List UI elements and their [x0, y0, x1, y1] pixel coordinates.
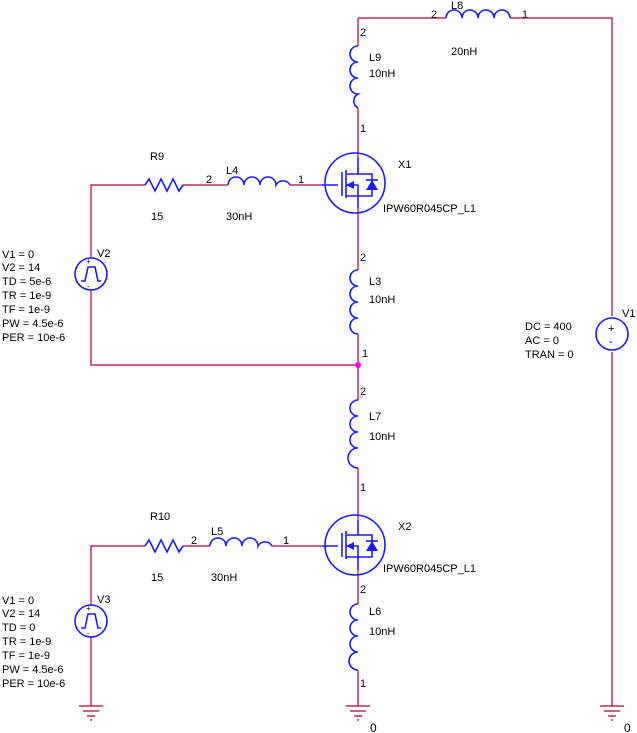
ground-icon: 0 [600, 705, 631, 733]
l9-pin-bottom: 1 [360, 123, 366, 135]
ground-label: 0 [370, 721, 377, 733]
resistor-r9[interactable]: R9 15 [144, 151, 184, 223]
v2-param-3: TR = 1e-9 [2, 290, 51, 302]
v2-param-0: V1 = 0 [2, 249, 34, 261]
l8-ref: L8 [451, 0, 463, 12]
r10-ref: R10 [150, 511, 170, 523]
l7-value: 10nH [369, 431, 395, 443]
l9-pin-top: 2 [360, 27, 366, 39]
l6-pin-top: 2 [360, 584, 366, 596]
l5-ref: L5 [211, 526, 223, 538]
inductor-l5[interactable]: L5 30nH 2 1 [191, 526, 289, 584]
v2-param-6: PER = 10e-6 [2, 332, 65, 344]
l7-pin-bottom: 1 [360, 482, 366, 494]
v3-param-5: PW = 4.5e-6 [2, 664, 63, 676]
inductor-l6[interactable]: L6 10nH 2 1 [348, 584, 395, 690]
l4-pin-left: 2 [206, 174, 212, 186]
l8-pin-left: 2 [431, 9, 437, 21]
v1-ref: V1 [622, 308, 635, 320]
v1-param-0: DC = 400 [525, 321, 572, 333]
junction-dot [355, 362, 361, 368]
v3-param-2: TD = 0 [2, 622, 35, 634]
v3-param-3: TR = 1e-9 [2, 636, 51, 648]
l6-ref: L6 [369, 606, 381, 618]
l5-pin-right: 1 [283, 535, 289, 547]
v1-minus: - [609, 336, 613, 348]
pulse-source-v2[interactable]: V2 + - V1 = 0 V2 = 14 TD = 5e-6 TR = 1e-… [2, 248, 110, 344]
inductor-l8[interactable]: L8 20nH 2 1 [428, 0, 528, 58]
dc-source-v1[interactable]: + - V1 DC = 400 AC = 0 TRAN = 0 [525, 308, 635, 361]
v2-minus: - [87, 282, 90, 291]
v1-param-1: AC = 0 [525, 335, 559, 347]
x1-part: IPW60R045CP_L1 [383, 203, 476, 215]
mosfet-x2[interactable]: X2 IPW60R045CP_L1 [322, 514, 476, 576]
resistor-r10[interactable]: R10 15 [144, 511, 184, 584]
l7-pin-top: 2 [360, 386, 366, 398]
l7-ref: L7 [369, 411, 381, 423]
v3-param-1: V2 = 14 [2, 608, 40, 620]
l4-ref: L4 [226, 165, 238, 177]
inductor-l7[interactable]: L7 10nH 2 1 [347, 386, 395, 494]
wires [90, 17, 613, 706]
inductor-l4[interactable]: L4 30nH 2 1 [206, 165, 304, 223]
l6-pin-bottom: 1 [360, 678, 366, 690]
l9-value: 10nH [369, 68, 395, 80]
ground-icon: 0 [346, 705, 377, 733]
ground-label: 0 [624, 721, 631, 733]
v2-plus: + [86, 257, 91, 266]
v3-plus: + [86, 604, 91, 613]
l3-ref: L3 [369, 276, 381, 288]
x1-ref: X1 [398, 159, 411, 171]
r9-value: 15 [151, 211, 163, 223]
mosfet-x1[interactable]: X1 IPW60R045CP_L1 [322, 152, 476, 215]
ground-icon [79, 705, 103, 721]
v3-minus: - [87, 629, 90, 638]
l5-pin-left: 2 [191, 535, 197, 547]
x2-part: IPW60R045CP_L1 [383, 563, 476, 575]
pulse-source-v3[interactable]: V3 + - V1 = 0 V2 = 14 TD = 0 TR = 1e-9 T… [2, 594, 110, 690]
v3-param-6: PER = 10e-6 [2, 678, 65, 690]
v2-param-5: PW = 4.5e-6 [2, 318, 63, 330]
wire-v2-bottom[interactable] [90, 290, 358, 366]
v1-plus: + [608, 323, 614, 335]
l3-pin-bottom: 1 [362, 348, 368, 360]
wire-top-right[interactable] [510, 17, 613, 316]
l3-value: 10nH [369, 294, 395, 306]
v2-param-2: TD = 5e-6 [2, 276, 51, 288]
inductor-l9[interactable]: L9 10nH 2 1 [349, 27, 395, 135]
v2-ref: V2 [97, 248, 110, 260]
l6-value: 10nH [369, 626, 395, 638]
wire-v3-top[interactable] [90, 545, 145, 605]
v3-param-0: V1 = 0 [2, 595, 34, 607]
l4-value: 30nH [226, 211, 252, 223]
l4-pin-right: 1 [298, 174, 304, 186]
r9-ref: R9 [150, 151, 164, 163]
l8-value: 20nH [451, 46, 477, 58]
l3-pin-top: 2 [360, 252, 366, 264]
v2-param-4: TF = 1e-9 [2, 304, 50, 316]
v3-param-4: TF = 1e-9 [2, 650, 50, 662]
x2-ref: X2 [398, 521, 411, 533]
l5-value: 30nH [211, 572, 237, 584]
v2-param-1: V2 = 14 [2, 262, 40, 274]
r10-value: 15 [151, 572, 163, 584]
v3-ref: V3 [97, 594, 110, 606]
inductor-l3[interactable]: L3 10nH 2 1 [349, 252, 395, 360]
v1-param-2: TRAN = 0 [525, 349, 574, 361]
l9-ref: L9 [369, 52, 381, 64]
l8-pin-right: 1 [522, 9, 528, 21]
wire-v2-top[interactable] [90, 184, 145, 258]
